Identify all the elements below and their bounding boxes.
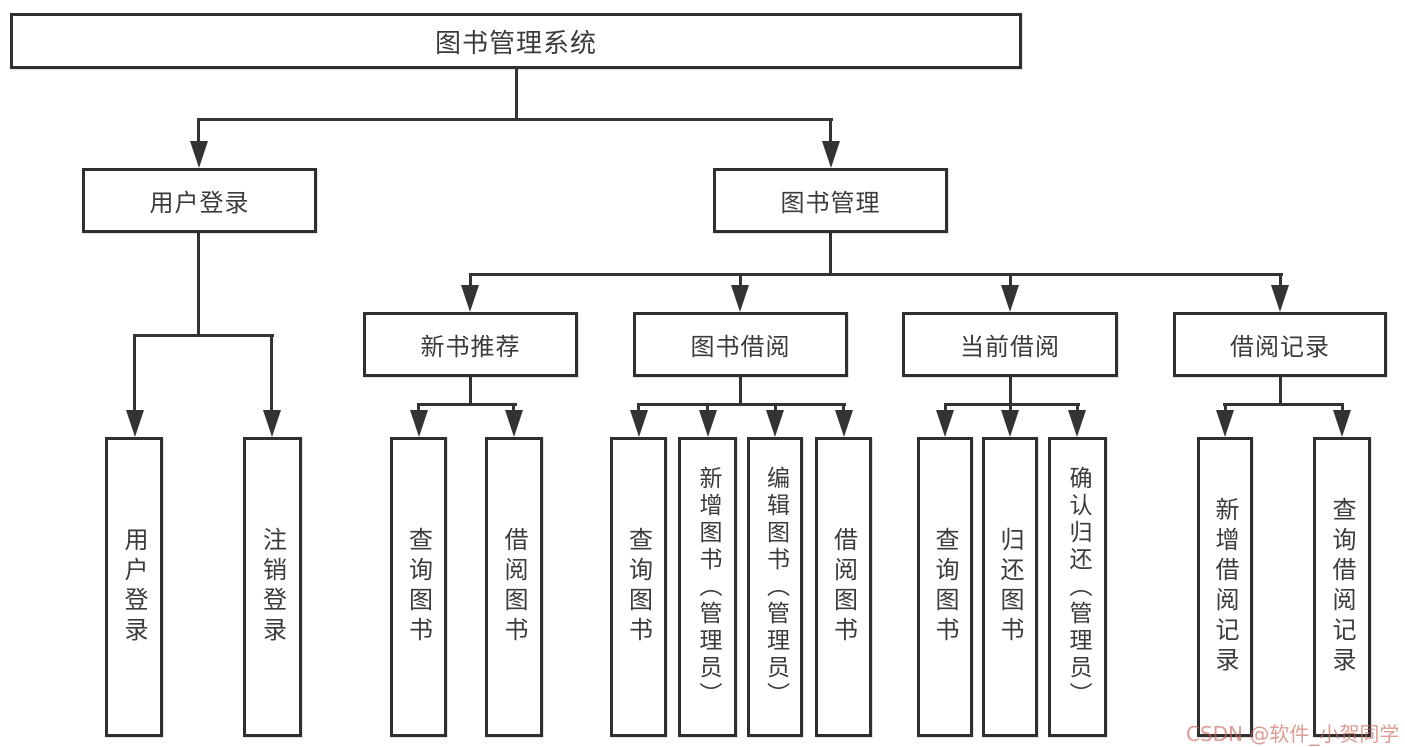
node-leaf-logout: 注销登录 bbox=[243, 437, 302, 737]
leaf-borrow-book-1-label: 借阅图书 bbox=[500, 527, 528, 647]
node-leaf-confirm-return-admin: 确认归还（管理员） bbox=[1048, 437, 1107, 737]
node-book-management: 图书管理 bbox=[713, 168, 948, 233]
leaf-user-login-label: 用户登录 bbox=[120, 527, 148, 647]
arrow-down-icon bbox=[1001, 410, 1019, 437]
connector-segment bbox=[469, 375, 472, 406]
node-leaf-query-book-3: 查询图书 bbox=[917, 437, 973, 737]
connector-segment bbox=[1223, 403, 1344, 406]
book-management-label: 图书管理 bbox=[780, 189, 881, 217]
watermark: CSDN @软件_小贺同学 bbox=[1186, 722, 1400, 746]
connector-segment bbox=[469, 273, 1283, 276]
connector-segment bbox=[1341, 403, 1344, 413]
book-borrowing-label: 图书借阅 bbox=[690, 333, 791, 361]
arrow-down-icon bbox=[1216, 410, 1234, 437]
connector-segment bbox=[706, 403, 709, 413]
leaf-query-book-2-label: 查询图书 bbox=[624, 527, 653, 647]
connector-segment bbox=[1224, 403, 1227, 413]
leaf-add-borrow-record-label: 新增借阅记录 bbox=[1211, 497, 1239, 677]
node-new-book-recommend: 新书推荐 bbox=[363, 312, 578, 377]
connector-segment bbox=[197, 231, 200, 337]
connector-segment bbox=[197, 118, 833, 121]
connector-segment bbox=[829, 231, 832, 276]
leaf-logout-label: 注销登录 bbox=[258, 527, 287, 647]
node-leaf-borrow-book-1: 借阅图书 bbox=[485, 437, 543, 737]
arrow-down-icon bbox=[822, 141, 840, 168]
node-leaf-query-borrow-record: 查询借阅记录 bbox=[1313, 437, 1371, 737]
node-leaf-query-book-2: 查询图书 bbox=[610, 437, 667, 737]
node-borrow-records: 借阅记录 bbox=[1173, 312, 1387, 377]
connector-segment bbox=[1009, 273, 1012, 287]
connector-segment bbox=[512, 403, 515, 413]
arrow-down-icon bbox=[505, 410, 523, 437]
connector-segment bbox=[1279, 273, 1282, 287]
connector-segment bbox=[739, 375, 742, 406]
connector-segment bbox=[270, 334, 273, 413]
leaf-return-book-label: 归还图书 bbox=[996, 527, 1024, 647]
leaf-query-book-3-label: 查询图书 bbox=[931, 527, 959, 647]
connector-segment bbox=[417, 403, 517, 406]
connector-segment bbox=[133, 334, 136, 413]
arrow-down-icon bbox=[766, 410, 784, 437]
root-label: 图书管理系统 bbox=[434, 28, 597, 59]
connector-segment bbox=[133, 334, 274, 337]
arrow-down-icon bbox=[731, 285, 749, 312]
node-user-login: 用户登录 bbox=[82, 168, 317, 233]
connector-segment bbox=[944, 403, 947, 413]
arrow-down-icon bbox=[936, 410, 954, 437]
leaf-edit-book-admin-label: 编辑图书（管理员） bbox=[762, 465, 789, 709]
node-leaf-query-book-1: 查询图书 bbox=[390, 437, 447, 737]
connector-segment bbox=[197, 118, 200, 142]
connector-segment bbox=[842, 403, 845, 413]
node-leaf-edit-book-admin: 编辑图书（管理员） bbox=[747, 437, 803, 737]
leaf-query-book-1-label: 查询图书 bbox=[404, 527, 433, 647]
arrow-down-icon bbox=[263, 410, 281, 437]
node-current-borrowing: 当前借阅 bbox=[902, 312, 1118, 377]
connector-segment bbox=[417, 403, 420, 413]
arrow-down-icon bbox=[410, 410, 428, 437]
connector-segment bbox=[739, 273, 742, 287]
arrow-down-icon bbox=[835, 410, 853, 437]
connector-segment bbox=[1009, 403, 1012, 413]
connector-segment bbox=[1076, 403, 1079, 413]
arrow-down-icon bbox=[630, 410, 648, 437]
node-leaf-return-book: 归还图书 bbox=[982, 437, 1038, 737]
connector-segment bbox=[944, 403, 1080, 406]
user-login-label: 用户登录 bbox=[149, 189, 250, 217]
connector-segment bbox=[515, 68, 518, 120]
borrow-records-label: 借阅记录 bbox=[1230, 333, 1330, 361]
connector-segment bbox=[1009, 375, 1012, 406]
node-root: 图书管理系统 bbox=[10, 13, 1022, 69]
connector-segment bbox=[829, 118, 832, 142]
arrow-down-icon bbox=[190, 141, 208, 168]
node-leaf-add-borrow-record: 新增借阅记录 bbox=[1197, 437, 1253, 737]
arrow-down-icon bbox=[461, 285, 479, 312]
node-book-borrowing: 图书借阅 bbox=[633, 312, 848, 377]
connector-segment bbox=[637, 403, 846, 406]
arrow-down-icon bbox=[1271, 285, 1289, 312]
arrow-down-icon bbox=[699, 410, 717, 437]
connector-segment bbox=[469, 273, 472, 287]
node-leaf-borrow-book-2: 借阅图书 bbox=[815, 437, 872, 737]
connector-segment bbox=[637, 403, 640, 413]
arrow-down-icon bbox=[1001, 285, 1019, 312]
node-leaf-user-login: 用户登录 bbox=[105, 437, 163, 737]
arrow-down-icon bbox=[1333, 410, 1351, 437]
current-borrowing-label: 当前借阅 bbox=[960, 333, 1060, 361]
arrow-down-icon bbox=[1068, 410, 1086, 437]
connector-segment bbox=[1279, 375, 1282, 406]
leaf-query-borrow-record-label: 查询借阅记录 bbox=[1328, 497, 1356, 677]
new-book-recommend-label: 新书推荐 bbox=[420, 333, 521, 361]
leaf-add-book-admin-label: 新增图书（管理员） bbox=[695, 465, 721, 709]
node-leaf-add-book-admin: 新增图书（管理员） bbox=[678, 437, 737, 737]
arrow-down-icon bbox=[126, 410, 144, 437]
connector-segment bbox=[774, 403, 777, 413]
leaf-confirm-return-admin-label: 确认归还（管理员） bbox=[1065, 465, 1091, 709]
leaf-borrow-book-2-label: 借阅图书 bbox=[829, 527, 858, 647]
